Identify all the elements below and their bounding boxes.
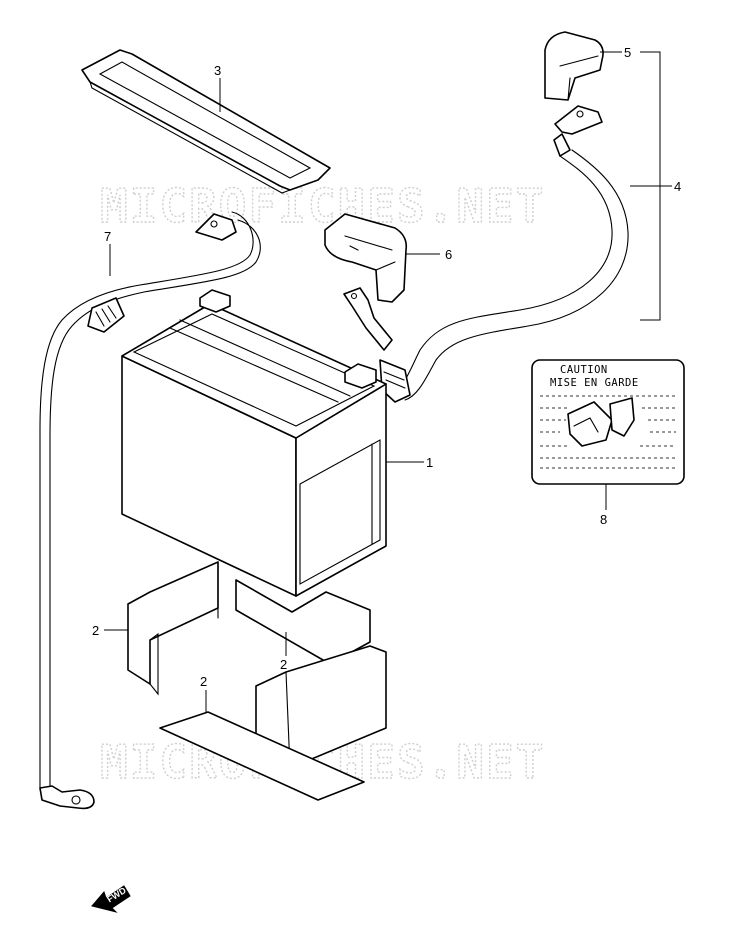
- callout-8: 8: [600, 512, 607, 527]
- callout-4: 4: [674, 179, 681, 194]
- battery-base-pad: [159, 711, 365, 801]
- callout-1: 1: [426, 455, 433, 470]
- callout-5: 5: [624, 45, 631, 60]
- watermark-top: MICROFICHES.NET: [100, 179, 545, 233]
- callout-2-bottom: 2: [200, 674, 207, 689]
- caution-label: CAUTION MISE EN GARDE: [531, 359, 685, 485]
- positive-cable: [379, 105, 629, 403]
- battery-strap: [81, 49, 331, 194]
- battery: [121, 289, 387, 597]
- ground-cable: [39, 211, 261, 810]
- caution-label-line1: CAUTION: [560, 364, 608, 376]
- callout-2-left: 2: [92, 623, 99, 638]
- fwd-arrow-icon: FWD: [91, 885, 131, 913]
- terminal-cover-positive: [544, 31, 604, 101]
- callout-3: 3: [214, 63, 221, 78]
- callout-2-mid: 2: [280, 657, 287, 672]
- terminal-cover-negative: [324, 213, 408, 303]
- callout-7: 7: [104, 229, 111, 244]
- callout-6: 6: [445, 247, 452, 262]
- negative-terminal-connector: [343, 287, 393, 351]
- caution-label-line2: MISE EN GARDE: [550, 377, 639, 389]
- battery-cushion-right: [235, 579, 387, 769]
- battery-cushion-left: [127, 561, 219, 696]
